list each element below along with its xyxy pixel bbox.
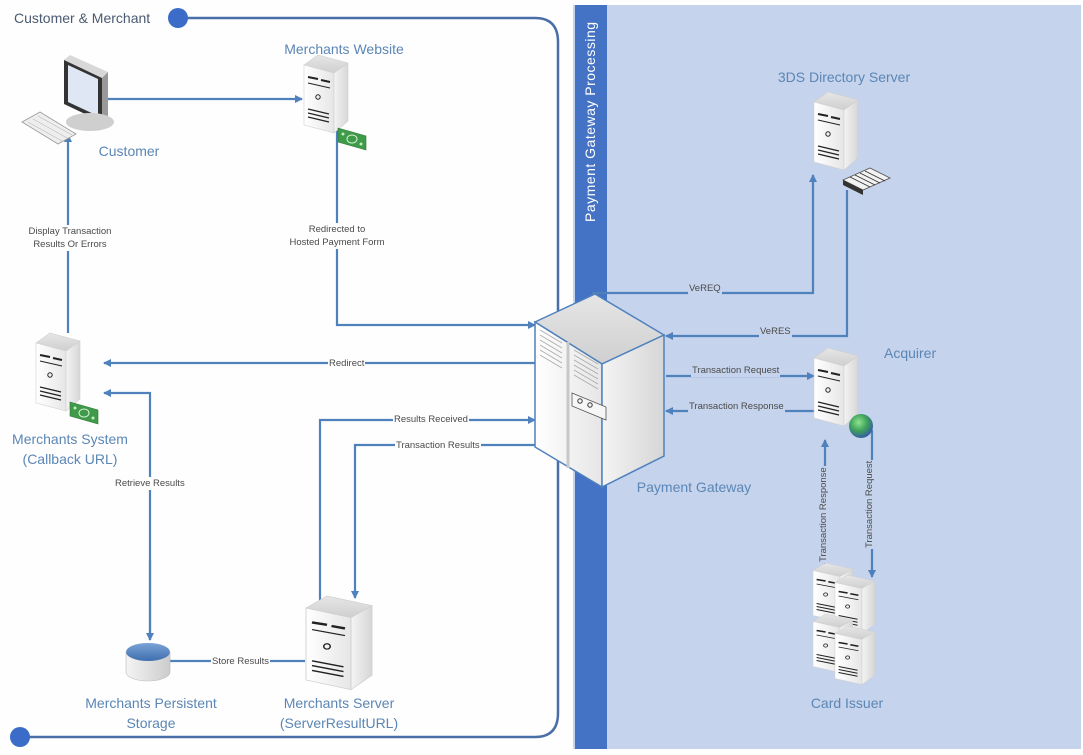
redirect-label: Redirect [328,357,366,370]
vereq-label: VeREQ [688,282,722,295]
customer-merchant-lane-title: Customer & Merchant [14,10,151,26]
server-cluster-icon [812,562,876,686]
edge-redirected-to-form [335,128,536,329]
storage-label-line1: Merchants Persistent [85,695,217,711]
storage-label-line2: Storage [126,715,176,731]
database-icon [125,643,171,682]
veres-label: VeRES [759,325,792,338]
merchants-server-label-line2: (ServerResultURL) [279,715,399,731]
merchants-server-icon [304,594,374,692]
transaction-results-label: Transaction Results [395,439,481,452]
lane-end-dot [10,727,30,747]
merchants-website-server-icon [303,54,349,134]
display-results-label-line2: Results Or Errors [24,238,116,251]
payment-gateway-label: Payment Gateway [636,479,752,495]
lane-start-dot [168,8,188,28]
merchants-server-label-line1: Merchants Server [283,695,395,711]
money-icon [337,127,367,151]
customer-label: Customer [98,143,160,159]
store-results-label: Store Results [211,655,271,668]
edge-retrieve-results [103,389,152,640]
globe-icon [849,414,873,438]
directory-server-icon [813,91,859,171]
acquirer-server-icon [813,347,859,427]
mainframe-icon [533,293,666,489]
edge-veres [665,190,849,340]
card-reader-icon [842,167,891,195]
merchants-website-label: Merchants Website [284,41,404,57]
edge-transaction-results [351,443,535,599]
merchants-system-label-line1: Merchants System [12,431,128,447]
retrieve-results-label: Retrieve Results [114,477,186,490]
transaction-response-label: Transaction Response [688,400,785,413]
merchants-system-server-icon [35,332,81,412]
issuer-request-label: Transaction Request [864,459,875,549]
display-results-label-line1: Display Transaction [24,225,116,238]
results-received-label: Results Received [393,413,469,426]
directory-server-label: 3DS Directory Server [777,69,911,85]
merchants-system-label-line2: (Callback URL) [22,451,118,467]
gateway-processing-lane-title: Payment Gateway Processing [582,21,598,222]
redirected-label-line1: Redirected to [284,223,390,236]
money-icon [69,401,99,425]
issuer-response-label: Transaction Response [818,466,829,563]
transaction-request-label: Transaction Request [691,364,781,377]
desktop-computer-icon [21,55,114,145]
redirected-label-line2: Hosted Payment Form [284,236,390,249]
card-issuer-label: Card Issuer [810,695,884,711]
acquirer-label: Acquirer [884,345,937,361]
edge-vereq [592,174,817,295]
